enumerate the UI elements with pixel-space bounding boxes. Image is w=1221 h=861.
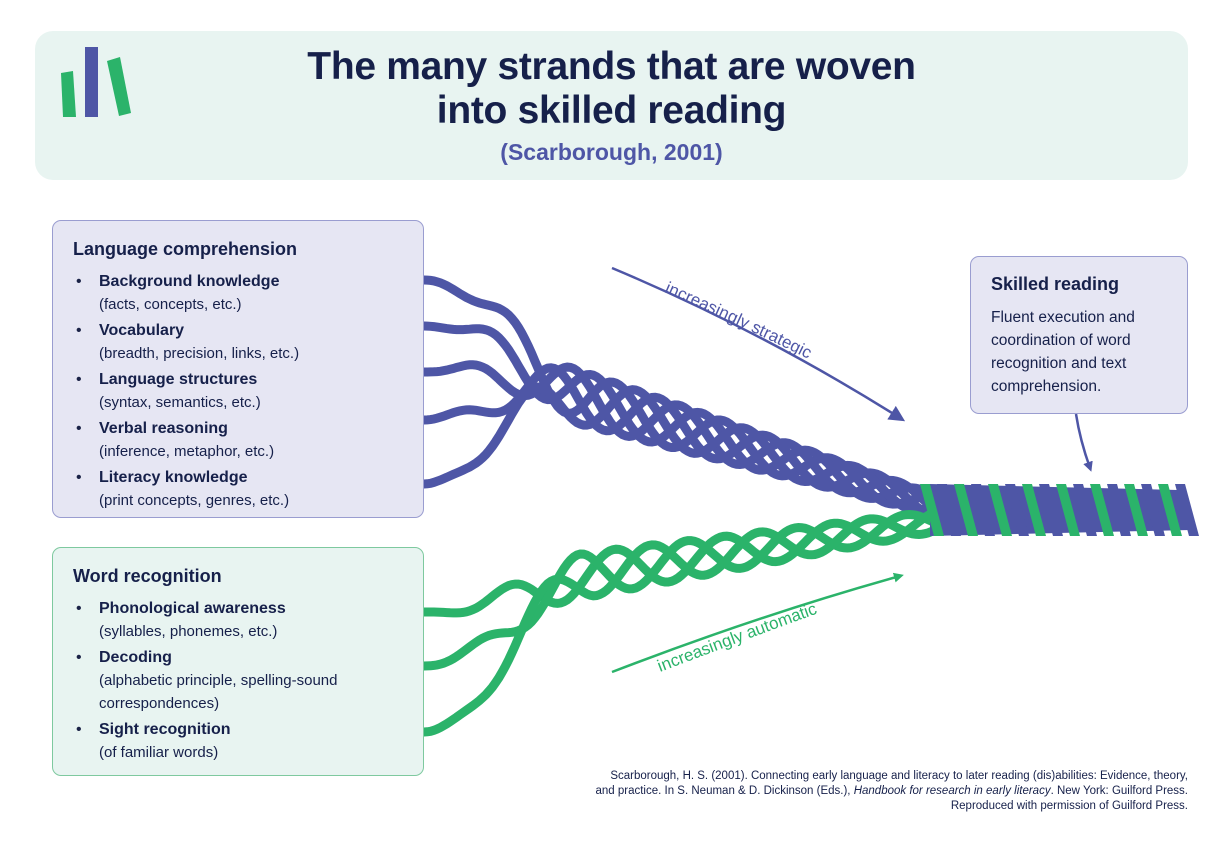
word-recognition-title: Word recognition [73, 566, 222, 586]
list-item: •Literacy knowledge(print concepts, genr… [76, 469, 290, 509]
word-recognition-box: Word recognition •Phonological awareness… [52, 547, 424, 776]
rope-tail-band [1107, 484, 1131, 536]
language-comprehension-list: •Background knowledge(facts, concepts, e… [73, 271, 299, 516]
rope-tail-band [1056, 484, 1080, 536]
strategic-arrow [611, 266, 906, 422]
word-recognition-strands [419, 505, 950, 737]
header-banner: The many strands that are woven into ski… [35, 31, 1188, 180]
rope-tail-band [937, 484, 961, 536]
strategic-label: increasingly strategic [662, 278, 815, 362]
page-title-line2: into skilled reading [436, 89, 787, 132]
rope-tail-band [1090, 484, 1114, 536]
braided-rope-tail [920, 484, 1199, 536]
page-subtitle: (Scarborough, 2001) [500, 139, 723, 165]
list-item: •Vocabulary(breadth, precision, links, e… [76, 322, 300, 362]
rope-tail-band [1005, 484, 1029, 536]
list-item: •Verbal reasoning(inference, metaphor, e… [76, 420, 275, 460]
rope-tail-band [954, 484, 978, 536]
skilled-reading-title: Skilled reading [991, 274, 1120, 294]
rope-tail-band [1022, 484, 1046, 536]
rope-tail-band [1141, 484, 1165, 536]
language-strand [419, 360, 950, 522]
rope-tail-band [920, 484, 944, 536]
rope-tail-band [1124, 484, 1148, 536]
word-recognition-strand [419, 514, 950, 737]
language-comprehension-title: Language comprehension [73, 239, 298, 259]
page-title-line1: The many strands that are woven [307, 45, 916, 88]
rope-tail-band [971, 484, 995, 536]
rope-tail-band [1175, 484, 1199, 536]
list-item: •Phonological awareness(syllables, phone… [76, 600, 286, 640]
list-item: •Decoding(alphabetic principle, spelling… [76, 649, 338, 712]
rope-tail-band [1039, 484, 1063, 536]
list-item: •Language structures(syntax, semantics, … [76, 371, 261, 411]
skilled-reading-box: Skilled reading Fluent execution and coo… [970, 256, 1188, 414]
automatic-arrow [611, 572, 904, 674]
list-item: •Sight recognition(of familiar words) [76, 721, 231, 761]
word-recognition-list: •Phonological awareness(syllables, phone… [73, 598, 399, 768]
rope-tail-band [988, 484, 1012, 536]
citation: Scarborough, H. S. (2001). Connecting ea… [595, 770, 1188, 812]
automatic-label: increasingly automatic [655, 599, 820, 676]
word-recognition-strand [419, 509, 950, 671]
language-strand [419, 363, 950, 521]
skilled-reading-pointer-arrow [1074, 413, 1093, 472]
list-item: •Background knowledge(facts, concepts, e… [76, 273, 280, 313]
language-strand [419, 382, 950, 515]
language-strands [419, 275, 950, 522]
rope-tail-band [1158, 484, 1182, 536]
rope-tail-band [1073, 484, 1097, 536]
books-icon [61, 47, 131, 117]
word-recognition-strand [419, 505, 950, 618]
skilled-reading-description: Fluent execution and coordination of wor… [991, 309, 1135, 395]
language-comprehension-box: Language comprehension •Background knowl… [52, 220, 424, 518]
